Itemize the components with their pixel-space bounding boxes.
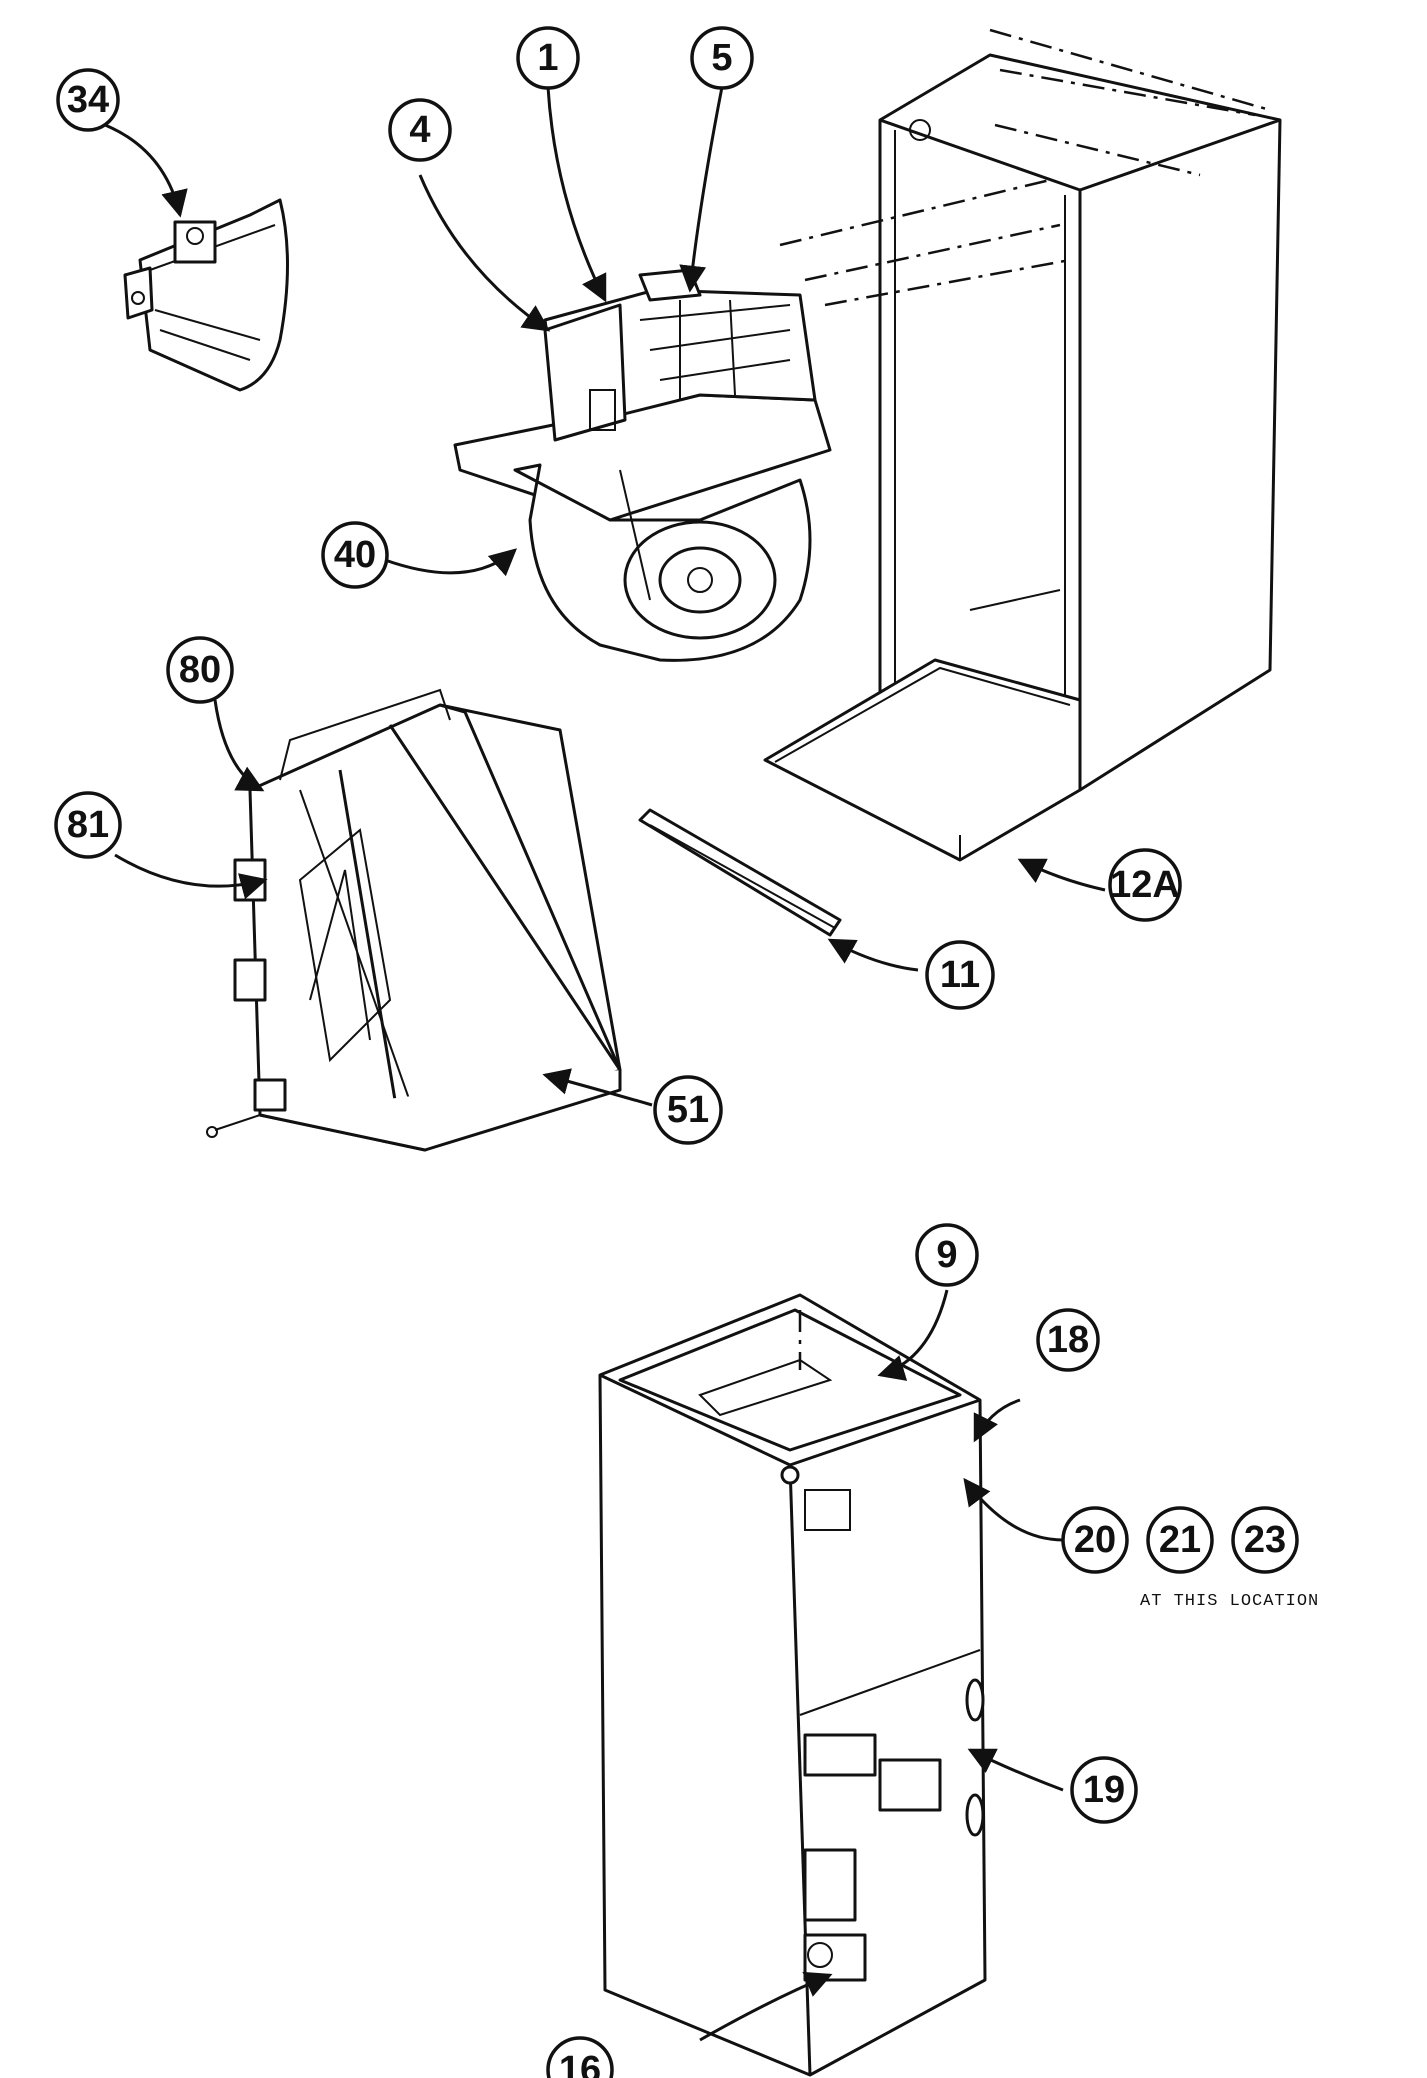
callout-label: 5 [711,37,732,79]
callout-81: 81 [54,791,122,859]
callout-label: 20 [1074,1519,1116,1561]
callout-label: 81 [67,804,109,846]
callout-11: 11 [925,940,995,1010]
callout-circle [925,940,995,1010]
callout-circle [546,2036,614,2078]
callout-circle [690,26,754,90]
callout-12a: 12A [1108,848,1182,922]
callout-label: 23 [1244,1519,1286,1561]
callout-circle [321,521,389,589]
callout-23: 23 [1231,1506,1299,1574]
part-9-18-19-lower-cabinet [598,1293,987,2077]
callout-circle [1070,1756,1138,1824]
callout-34: 34 [56,68,120,132]
part-51-evaporator-coil [206,688,622,1152]
callout-20: 20 [1061,1506,1129,1574]
callout-18: 18 [1036,1308,1100,1372]
callout-label: 4 [409,109,430,151]
callout-circle [1108,848,1182,922]
callout-label: 1 [537,37,558,79]
part-40-blower-housing [513,463,812,662]
callout-circle [166,636,234,704]
callout-label: 80 [179,649,221,691]
callout-19: 19 [1070,1756,1138,1824]
callout-circle [1146,1506,1214,1574]
callout-circle [1036,1308,1100,1372]
callout-21: 21 [1146,1506,1214,1574]
callout-circle [516,26,580,90]
callout-label: 16 [559,2049,601,2078]
callout-1: 1 [516,26,580,90]
callout-label: 11 [940,954,980,996]
callout-51: 51 [653,1075,723,1145]
part-1-4-5-blower-assembly [453,268,832,522]
callout-bubbles: 34 1 5 4 40 80 81 12A 11 51 9 18 20 21 23 19 16 [54,26,1299,2078]
callout-circle [915,1223,979,1287]
callout-circle [1231,1506,1299,1574]
callout-circle [56,68,120,132]
callout-80: 80 [166,636,234,704]
callout-label: 21 [1159,1519,1201,1561]
callout-label: 51 [667,1089,709,1131]
location-note: AT THIS LOCATION [1140,1592,1319,1611]
callout-circle [1061,1506,1129,1574]
callout-circle [388,98,452,162]
callout-label: 34 [67,79,109,121]
callout-circle [653,1075,723,1145]
leader-lines [104,86,1106,2042]
part-34-bracket [123,198,289,392]
callout-40: 40 [321,521,389,589]
callout-label: 9 [936,1234,957,1276]
part-12a-upper-cabinet [763,28,1282,862]
callout-4: 4 [388,98,452,162]
callout-9: 9 [915,1223,979,1287]
callout-label: 12A [1110,864,1180,906]
callout-label: 18 [1047,1319,1089,1361]
callout-16: 16 [546,2036,614,2078]
callout-label: 40 [334,534,376,576]
callout-5: 5 [690,26,754,90]
callout-circle [54,791,122,859]
part-11-rail [638,808,842,937]
callout-label: 19 [1083,1769,1125,1811]
